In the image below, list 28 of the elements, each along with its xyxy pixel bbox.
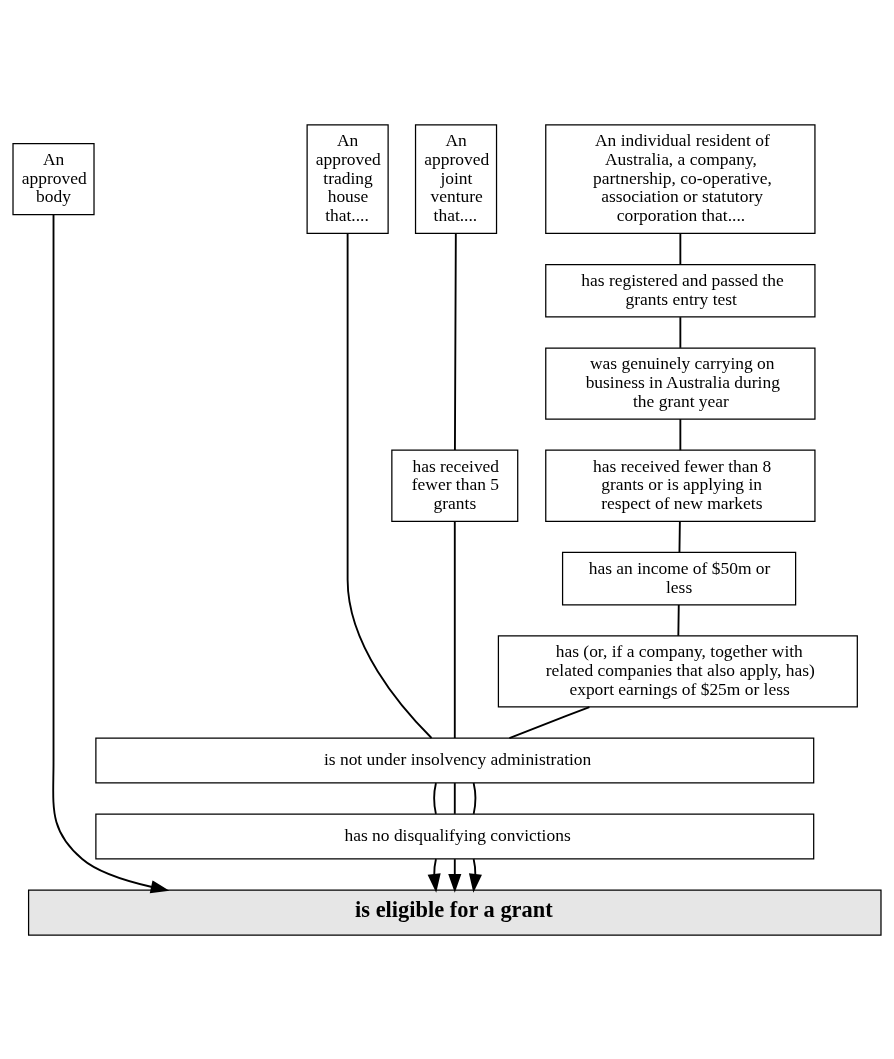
connector [679, 232, 682, 265]
connector [433, 781, 437, 815]
connector [453, 520, 456, 739]
node-box: has an income of $50m or less [561, 551, 797, 605]
node-box: has (or, if a company, together with related companies that also apply, has) export earnings of $25m or less [497, 634, 858, 708]
node-box: An approved trading house that.... [306, 123, 389, 234]
node-box: has no disqualifying convictions [95, 813, 815, 860]
node-box: An approved body [12, 142, 95, 215]
node-box: has received fewer than 8 grants or is applying in respect of new markets [545, 449, 816, 522]
node-box: is not under insolvency administration [95, 737, 815, 784]
arrow [52, 213, 170, 893]
connector [679, 417, 682, 451]
connector [679, 315, 682, 349]
connector [472, 781, 477, 815]
node-box: was genuinely carrying on business in Australia during the grant year [545, 346, 816, 420]
arrow [468, 857, 482, 893]
node-box: is eligible for a grant [27, 889, 882, 936]
node-box: has received fewer than 5 grants [391, 449, 519, 522]
node-box: An approved joint venture that.... [414, 123, 498, 234]
node-box: has registered and passed the grants entry test [545, 263, 816, 318]
connector [677, 603, 680, 637]
connector [454, 231, 457, 451]
node-box: An individual resident of Australia, a company, partnership, co-operative, association or statutory corporation that.... [545, 123, 816, 234]
connector [678, 520, 681, 553]
arrow [448, 857, 462, 893]
connector [508, 705, 591, 739]
connector [346, 232, 433, 739]
connector [453, 781, 456, 815]
